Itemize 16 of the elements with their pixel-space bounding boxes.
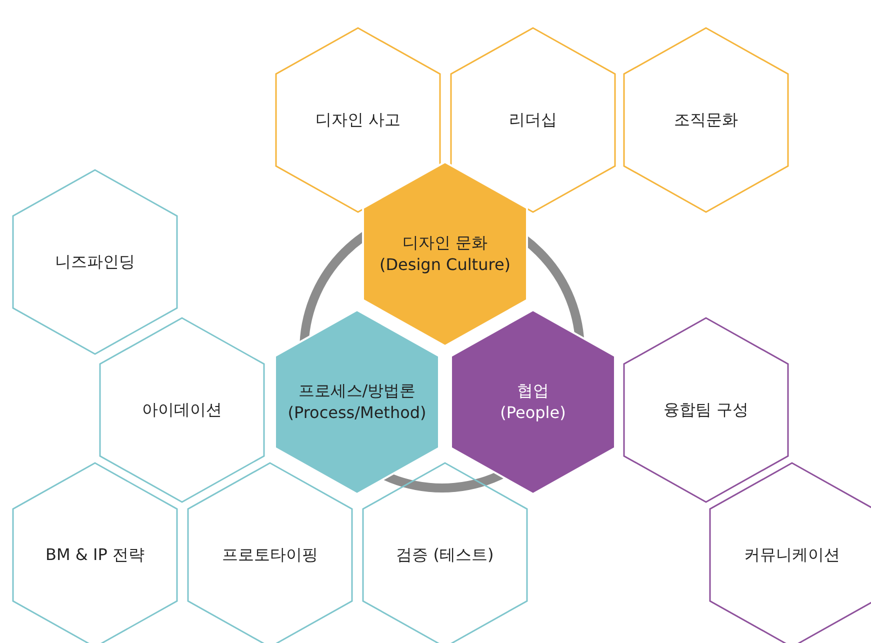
hexagon-label: (Design Culture)	[379, 254, 511, 276]
hexagon-label: 협업	[517, 380, 549, 402]
hexagon-label: (Process/Method)	[288, 402, 426, 424]
hexagon-label: 커뮤니케이션	[744, 544, 840, 566]
hexagon-label: 프로토타이핑	[222, 544, 318, 566]
hexagon-label: 검증 (테스트)	[396, 544, 494, 566]
hexagon-label: 리더십	[509, 109, 557, 131]
hexagon-label: 프로세스/방법론	[298, 380, 416, 402]
hexagon-label: 디자인 문화	[402, 232, 488, 254]
hexagon-label: 디자인 사고	[315, 109, 401, 131]
hexagon-label: 아이데이션	[142, 399, 222, 421]
hexagon-label: 조직문화	[674, 109, 738, 131]
hexagon-label: 니즈파인딩	[55, 251, 135, 273]
hexagon-label: 융합팀 구성	[663, 399, 749, 421]
hexagon-label: (People)	[500, 402, 566, 424]
hexagon-label: BM & IP 전략	[46, 544, 144, 566]
